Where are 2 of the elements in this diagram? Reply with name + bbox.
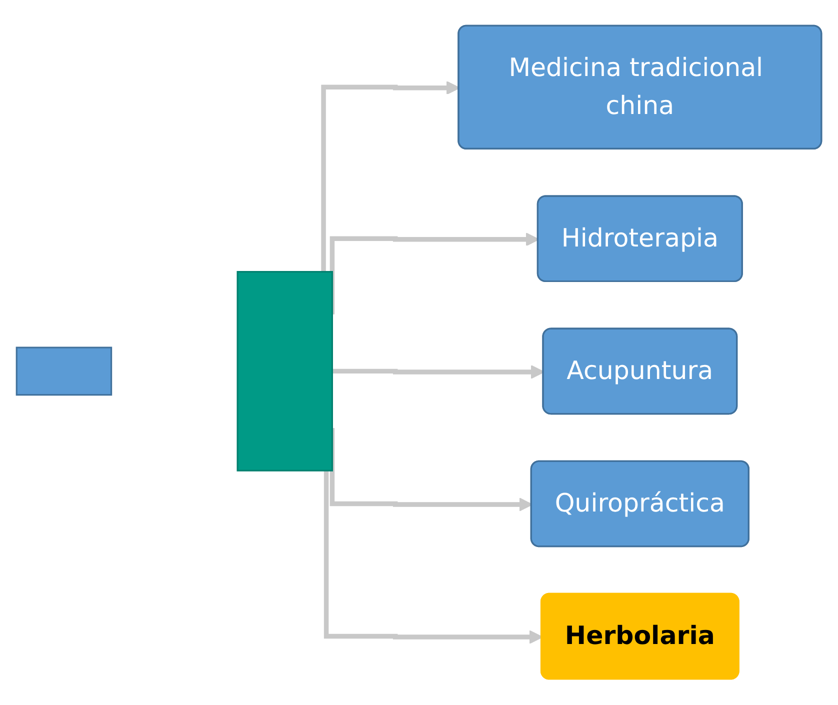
node-box (236, 271, 333, 472)
node-box (16, 346, 112, 396)
